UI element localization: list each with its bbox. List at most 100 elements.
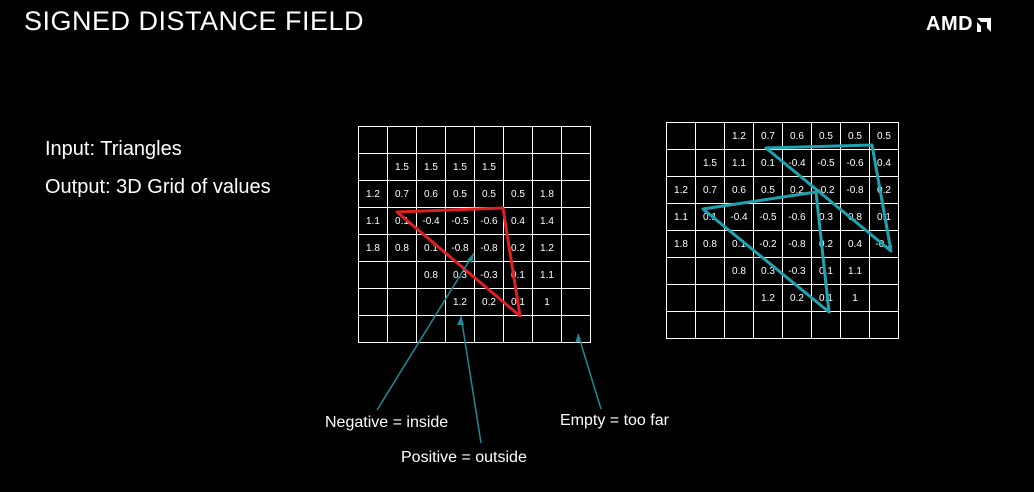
grid-cell — [359, 262, 388, 289]
grid-cell — [562, 289, 591, 316]
grid-cell: 1.8 — [533, 181, 562, 208]
grid-cell: 1.5 — [446, 154, 475, 181]
bullet-list: Input: Triangles Output: 3D Grid of valu… — [45, 134, 271, 210]
grid-cell — [359, 127, 388, 154]
grid-cell — [696, 312, 725, 339]
grid-cell — [388, 289, 417, 316]
grid-cell — [417, 316, 446, 343]
grid-cell: 1.2 — [725, 123, 754, 150]
grid-cell — [562, 316, 591, 343]
label-empty: Empty = too far — [560, 412, 669, 429]
grid-cell — [725, 285, 754, 312]
grid-cell: 1.2 — [754, 285, 783, 312]
grid-cell: 1.5 — [388, 154, 417, 181]
grid-cell — [446, 316, 475, 343]
grid-cell: -0.4 — [725, 204, 754, 231]
grid-cell: 0.8 — [841, 204, 870, 231]
grid-cell — [841, 312, 870, 339]
grid-cell: 0.4 — [504, 208, 533, 235]
grid-cell: 0.8 — [417, 262, 446, 289]
grid-cell — [667, 285, 696, 312]
grid-cell: -0.5 — [446, 208, 475, 235]
grid-cell: 1.2 — [667, 177, 696, 204]
grid-cell — [562, 181, 591, 208]
grid-cell — [533, 154, 562, 181]
slide-title: SIGNED DISTANCE FIELD — [24, 6, 365, 36]
grid-cell — [388, 127, 417, 154]
bullet-output: Output: 3D Grid of values — [45, 176, 271, 198]
grid-cell: 1.1 — [725, 150, 754, 177]
grid-cell — [533, 316, 562, 343]
grid-cell: 0.7 — [754, 123, 783, 150]
grid-cell — [388, 316, 417, 343]
amd-logo: AMD — [926, 13, 992, 36]
grid-cell: -0.2 — [754, 231, 783, 258]
grid-cell: 0.2 — [475, 289, 504, 316]
grid-cell — [667, 123, 696, 150]
grid-cell: 1 — [533, 289, 562, 316]
bullet-input: Input: Triangles — [45, 138, 182, 160]
grid-cell: -0.2 — [812, 177, 841, 204]
grid-cell: 0.5 — [841, 123, 870, 150]
grid-cell: 1.2 — [446, 289, 475, 316]
logo-text: AMD — [926, 13, 974, 35]
grid-cell: 0.8 — [388, 235, 417, 262]
grid-cell: 0.1 — [812, 258, 841, 285]
grid-cell — [359, 154, 388, 181]
grid-cell: 1.1 — [841, 258, 870, 285]
grid-cell: -0.6 — [841, 150, 870, 177]
grid-cell: 1 — [841, 285, 870, 312]
grid-cell — [667, 258, 696, 285]
grid-cell: -0.6 — [475, 208, 504, 235]
grid-cell: 0.2 — [783, 177, 812, 204]
grid-cell: -0.8 — [841, 177, 870, 204]
grid-cell: -0.4 — [783, 150, 812, 177]
grid-cell: 0.4 — [841, 231, 870, 258]
grid-cell — [504, 127, 533, 154]
label-negative: Negative = inside — [325, 414, 449, 431]
grid-cell: 1.5 — [475, 154, 504, 181]
grid-cell — [725, 312, 754, 339]
grid-cell: -0.5 — [754, 204, 783, 231]
grid-cell — [696, 285, 725, 312]
grid-cell: 0.5 — [812, 123, 841, 150]
grid-cell: 0.5 — [446, 181, 475, 208]
grid-cell — [562, 262, 591, 289]
grid-cell — [359, 316, 388, 343]
grid-cell: 0.2 — [504, 235, 533, 262]
grid-cell: 0.8 — [696, 231, 725, 258]
grid-cell — [446, 127, 475, 154]
grid-cell: 1.2 — [533, 235, 562, 262]
grid-cell: 0.2 — [783, 285, 812, 312]
grid-cell: 1.1 — [667, 204, 696, 231]
grid-cell — [359, 289, 388, 316]
grid-cell — [696, 258, 725, 285]
grid-cell — [754, 312, 783, 339]
grid-cell: 0.7 — [388, 181, 417, 208]
grid-cell — [667, 150, 696, 177]
grid-cell: 0.3 — [754, 258, 783, 285]
grid-cell: -0.5 — [812, 150, 841, 177]
amd-arrow-icon — [977, 17, 992, 32]
grid-cell: 0.1 — [696, 204, 725, 231]
grid-cell: -0.8 — [783, 231, 812, 258]
grid-cell: -0.4 — [417, 208, 446, 235]
grid-cell: 0.7 — [696, 177, 725, 204]
grid-cell: 0.1 — [388, 208, 417, 235]
grid-cell — [388, 262, 417, 289]
grid-cell: 0.3 — [446, 262, 475, 289]
grid-cell — [533, 127, 562, 154]
grid-cell — [870, 258, 899, 285]
grid-cell — [667, 312, 696, 339]
grid-cell: 0.6 — [725, 177, 754, 204]
grid-cell: 0.5 — [475, 181, 504, 208]
grid-cell — [475, 127, 504, 154]
grid-cell: 1.2 — [359, 181, 388, 208]
grid-cell: 0.8 — [725, 258, 754, 285]
grid-cell: 0.1 — [754, 150, 783, 177]
grid-cell: -0.8 — [475, 235, 504, 262]
grid-cell: 0.5 — [754, 177, 783, 204]
grid-cell: 0.1 — [504, 262, 533, 289]
grid-cell: 0.1 — [870, 204, 899, 231]
